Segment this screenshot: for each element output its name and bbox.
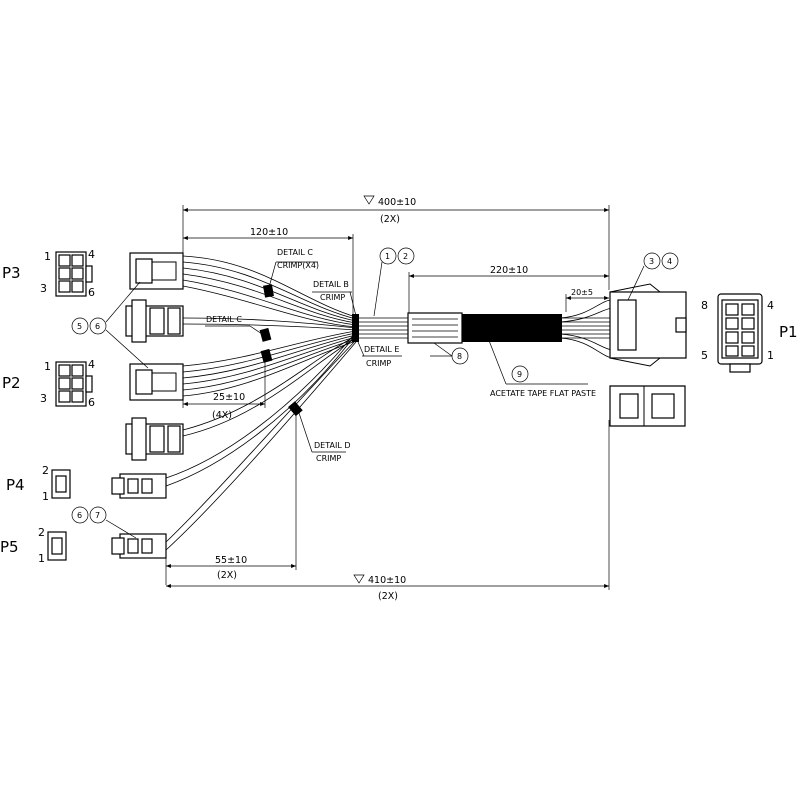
dim-mid-branch-label: 25±10 bbox=[213, 392, 245, 403]
dim-top-overall-qty: (2X) bbox=[380, 214, 400, 225]
callout-crimp-x4: CRIMP(X4) bbox=[277, 261, 319, 270]
p1-pin-8: 8 bbox=[701, 299, 708, 312]
callout-crimp-b: CRIMP bbox=[320, 293, 345, 302]
p2-connector bbox=[125, 363, 184, 461]
tape-label bbox=[407, 312, 463, 344]
p1-name: P1 bbox=[779, 323, 798, 341]
p5-face: 2 1 P5 bbox=[0, 526, 67, 565]
balloon-9-label: 9 bbox=[517, 370, 522, 379]
callout-detail-d: DETAIL D CRIMP bbox=[297, 409, 350, 463]
balloon-group-1-2: 1 2 bbox=[373, 247, 415, 317]
dim-low-branch: 55±10 (2X) bbox=[165, 412, 297, 585]
dim-mid-branch-qty: (4X) bbox=[212, 410, 232, 421]
p3-connector bbox=[125, 252, 184, 343]
p4-connector bbox=[111, 473, 167, 499]
p1-pin-5: 5 bbox=[701, 349, 708, 362]
p3-pin-6: 6 bbox=[88, 286, 95, 299]
p2-name: P2 bbox=[2, 374, 21, 392]
balloon-group-5-6: 5 6 bbox=[71, 281, 149, 369]
p2-pin-1: 1 bbox=[44, 360, 51, 373]
callout-tape-label: ACETATE TAPE FLAT PASTE bbox=[490, 389, 596, 398]
flag-triangle-icon bbox=[353, 574, 365, 584]
callout-detail-b: DETAIL B CRIMP bbox=[312, 280, 357, 317]
balloon-5: 5 bbox=[77, 322, 82, 331]
dim-low-branch-label: 55±10 bbox=[215, 555, 247, 566]
callout-detail-c-top-label: DETAIL C bbox=[277, 248, 313, 257]
p2-pin-6: 6 bbox=[88, 396, 95, 409]
callout-detail-e-label: DETAIL E bbox=[364, 345, 399, 354]
p1-pin-4: 4 bbox=[767, 299, 774, 312]
p5-pin-2: 2 bbox=[38, 526, 45, 539]
dim-bottom-overall: 410±10 (2X) bbox=[166, 420, 610, 602]
dim-bottom-overall-label: 410±10 bbox=[368, 575, 406, 586]
balloon-6: 6 bbox=[95, 322, 100, 331]
crimp-block bbox=[288, 401, 303, 417]
p3-pin-4: 4 bbox=[88, 248, 95, 261]
callout-detail-c-mid-label: DETAIL C bbox=[206, 315, 242, 324]
dim-main-run: 220±10 bbox=[408, 265, 609, 315]
callout-detail-d-label: DETAIL D bbox=[314, 441, 350, 450]
callout-crimp-e: CRIMP bbox=[366, 359, 391, 368]
crimp-block bbox=[260, 348, 273, 363]
balloon-9: 9 bbox=[511, 365, 529, 383]
p5-connector bbox=[111, 533, 167, 559]
dim-top-branch-label: 120±10 bbox=[250, 227, 288, 238]
dim-p1-strip: 20±5 bbox=[565, 288, 609, 312]
p3-pin-3: 3 bbox=[40, 282, 47, 295]
dim-top-branch: 120±10 bbox=[183, 227, 354, 318]
balloon-8-label: 8 bbox=[457, 352, 462, 361]
p1-connector-side bbox=[609, 283, 687, 427]
p1-pin-1: 1 bbox=[767, 349, 774, 362]
balloon-1: 1 bbox=[385, 252, 390, 261]
p4-face: 2 1 P4 bbox=[6, 464, 71, 503]
balloon-group-3-4: 3 4 bbox=[627, 252, 679, 301]
balloon-6b: 6 bbox=[77, 511, 82, 520]
callout-detail-e: DETAIL E CRIMP bbox=[357, 341, 402, 368]
p2-pin-3: 3 bbox=[40, 392, 47, 405]
crimp-block bbox=[259, 327, 272, 342]
wire-bundle bbox=[165, 255, 613, 551]
p4-pin-1: 1 bbox=[42, 490, 49, 503]
balloon-8: 8 bbox=[430, 342, 469, 365]
crimp-block bbox=[263, 284, 274, 298]
p1-connector-face: 8 4 5 1 P1 bbox=[701, 293, 798, 373]
callout-detail-b-label: DETAIL B bbox=[313, 280, 349, 289]
p4-pin-2: 2 bbox=[42, 464, 49, 477]
dim-main-run-label: 220±10 bbox=[490, 265, 528, 276]
callout-detail-c-top: DETAIL C CRIMP(X4) bbox=[267, 248, 319, 292]
balloon-3: 3 bbox=[649, 257, 654, 266]
dim-bottom-overall-qty: (2X) bbox=[378, 591, 398, 602]
p3-pin-1: 1 bbox=[44, 250, 51, 263]
p3-name: P3 bbox=[2, 264, 21, 282]
p4-name: P4 bbox=[6, 476, 25, 494]
crimp-marks bbox=[259, 284, 359, 417]
dim-p1-strip-label: 20±5 bbox=[571, 288, 593, 297]
balloon-4: 4 bbox=[667, 257, 672, 266]
p2-face: 1 4 3 6 P2 bbox=[2, 358, 95, 409]
p5-name: P5 bbox=[0, 538, 19, 556]
callout-detail-c-mid: DETAIL C bbox=[205, 315, 263, 335]
balloon-group-6-7: 6 7 bbox=[71, 506, 137, 539]
callout-tape: ACETATE TAPE FLAT PASTE bbox=[487, 337, 596, 398]
acetate-tape bbox=[462, 314, 562, 342]
p5-pin-1: 1 bbox=[38, 552, 45, 565]
splice-block bbox=[352, 314, 359, 342]
dim-top-overall-label: 400±10 bbox=[378, 197, 416, 208]
p3-face: 1 4 3 6 P3 bbox=[2, 248, 95, 299]
flag-triangle-icon bbox=[363, 195, 375, 205]
dim-low-branch-qty: (2X) bbox=[217, 570, 237, 581]
balloon-2: 2 bbox=[403, 252, 408, 261]
balloon-7: 7 bbox=[95, 511, 100, 520]
p2-pin-4: 4 bbox=[88, 358, 95, 371]
callout-crimp-d: CRIMP bbox=[316, 454, 341, 463]
